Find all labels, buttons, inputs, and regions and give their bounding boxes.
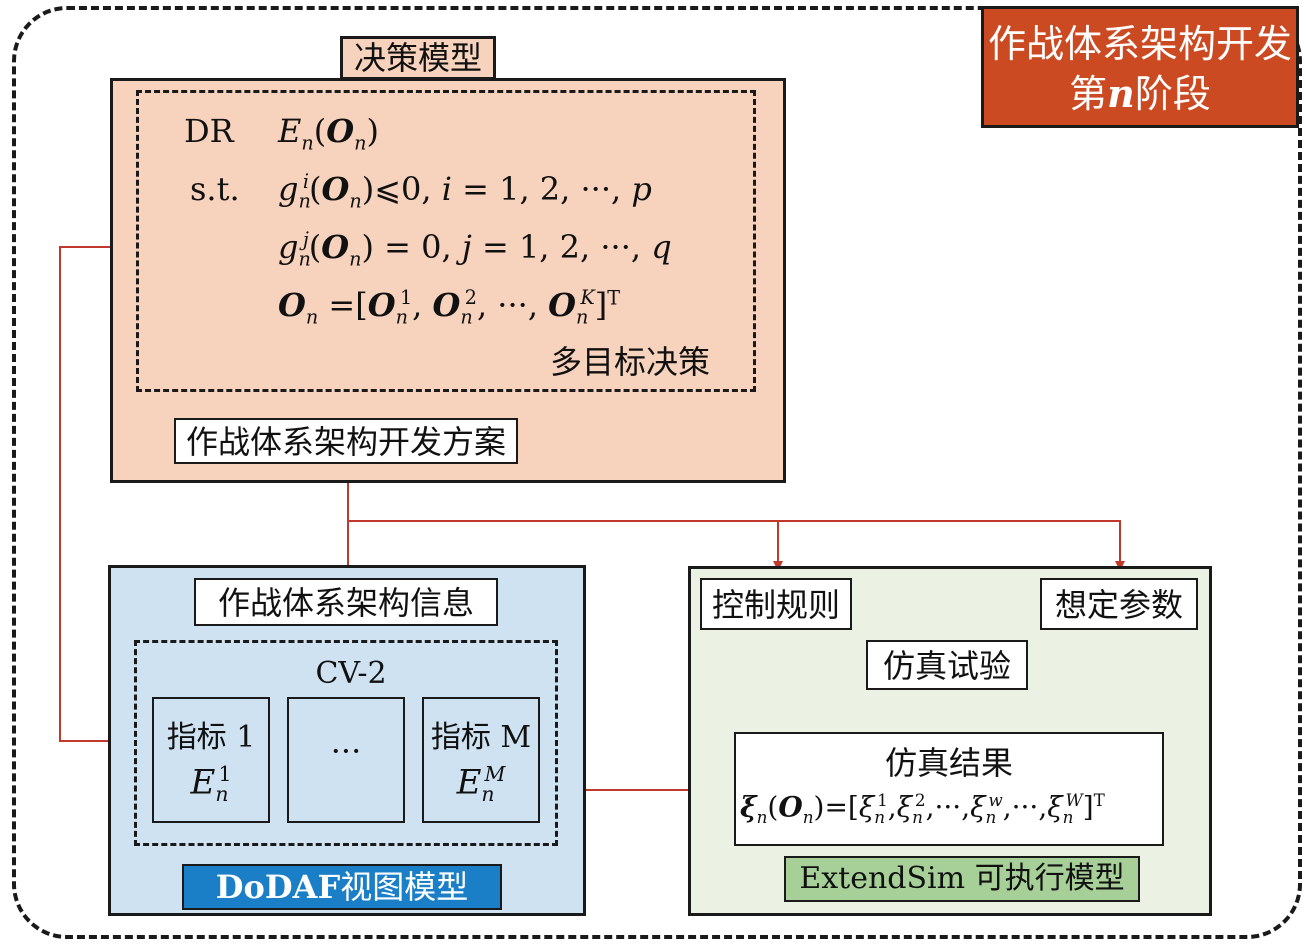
inequality-constraint: gni(On)⩽0, i = 1, 2, ···, p <box>278 170 652 213</box>
simulation-results-title: 仿真结果 <box>884 744 1013 782</box>
metric-1-symbol: En1 <box>190 762 232 807</box>
scenario-params-label: 想定参数 <box>1040 578 1198 630</box>
results-vector: ξn(On)=[ξn1,ξn2,···,ξnw,···,ξnW]T <box>740 790 1105 827</box>
multi-objective-caption: 多目标决策 <box>550 343 711 381</box>
decision-model-title: 决策模型 <box>340 36 496 80</box>
metric-1-name: 指标 1 <box>166 720 256 755</box>
control-rules-label: 控制规则 <box>700 578 852 630</box>
cv2-frame <box>134 640 558 846</box>
simulation-experiment-label: 仿真试验 <box>866 640 1028 690</box>
extendsim-caption: ExtendSim 可执行模型 <box>784 856 1140 902</box>
metric-ellipsis-box <box>287 697 405 823</box>
architecture-plan-label: 作战体系架构开发方案 <box>174 418 518 464</box>
simulation-results-box <box>734 732 1164 846</box>
architecture-info-label: 作战体系架构信息 <box>194 578 498 626</box>
stage-line1: 作战体系架构开发 <box>987 22 1292 66</box>
metric-m-name: 指标 M <box>430 720 532 755</box>
feedback-arrow <box>59 242 152 742</box>
stage-line2: 第n阶段 <box>1069 71 1211 116</box>
metric-1-box <box>152 697 270 823</box>
st-label: s.t. <box>190 170 240 208</box>
stage-badge: 作战体系架构开发 第n阶段 <box>981 6 1299 128</box>
branch-to-control-arrow <box>348 520 783 571</box>
dr-label: DR <box>184 112 234 150</box>
metric-m-symbol: EnM <box>456 762 506 807</box>
dodaf-caption: DoDAF视图模型 <box>182 864 502 910</box>
branch-to-scenario-arrow <box>778 520 1125 571</box>
objective-formula: En(On) <box>278 112 379 155</box>
cv2-label: CV-2 <box>315 656 387 691</box>
decision-inner-frame <box>136 90 756 392</box>
metric-m-box <box>422 697 540 823</box>
equality-constraint: gnj(On) = 0, j = 1, 2, ···, q <box>278 228 672 271</box>
metric-ellipsis: ··· <box>330 732 362 770</box>
decision-vector: On =[On1, On2, ···, OnK]T <box>278 286 621 329</box>
dodaf-view-model-box <box>108 565 586 916</box>
outer-stage-frame <box>12 6 1302 939</box>
